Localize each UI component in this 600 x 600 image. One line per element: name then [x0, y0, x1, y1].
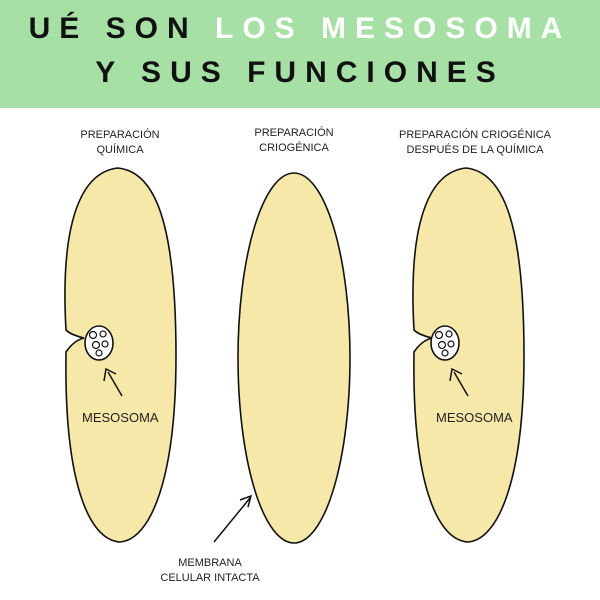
title-banner: UÉ SON LOS MESOSOMA Y SUS FUNCIONES — [0, 0, 600, 108]
panel-2-label-line-1: PREPARACIÓN — [254, 127, 334, 139]
membrane-label-line-2: CELULAR INTACTA — [160, 572, 260, 584]
mesosome-label-1: MESOSOMA — [82, 410, 159, 425]
membrane-label-line-1: MEMBRANA — [178, 557, 242, 569]
mesosome-arrow-1 — [103, 367, 123, 397]
mesosome-vesicles-1 — [88, 330, 109, 357]
panel-2-label-line-2: CRIOGÉNICA — [259, 142, 329, 154]
membrane-arrow — [213, 494, 253, 543]
mesosome-label-3: MESOSOMA — [436, 410, 513, 425]
panel-1-label-line-2: QUÍMICA — [96, 144, 144, 156]
membrane-label: MEMBRANA CELULAR INTACTA — [150, 556, 270, 586]
cell-cryogenic-after-chemical — [412, 167, 525, 543]
panel-3-label: PREPARACIÓN CRIOGÉNICA DESPUÉS DE LA QUÍ… — [395, 128, 555, 158]
cell-cryogenic-preparation — [237, 172, 351, 544]
cell-chemical-preparation — [64, 167, 177, 543]
title-line-1: UÉ SON LOS MESOSOMA — [0, 12, 600, 46]
mesosome-arrow-3 — [449, 367, 469, 397]
panel-3-label-line-1: PREPARACIÓN CRIOGÉNICA — [399, 129, 551, 141]
title-text-highlight: LOS MESOSOMA — [215, 12, 572, 45]
mesosome-vesicles-3 — [434, 330, 455, 357]
panel-1-label-line-1: PREPARACIÓN — [80, 129, 160, 141]
panel-1-label: PREPARACIÓN QUÍMICA — [60, 128, 180, 158]
panel-3-label-line-2: DESPUÉS DE LA QUÍMICA — [406, 144, 544, 156]
panel-2-label: PREPARACIÓN CRIOGÉNICA — [234, 126, 354, 156]
title-line-2: Y SUS FUNCIONES — [95, 56, 505, 89]
title-text-dark: UÉ SON — [28, 12, 215, 45]
